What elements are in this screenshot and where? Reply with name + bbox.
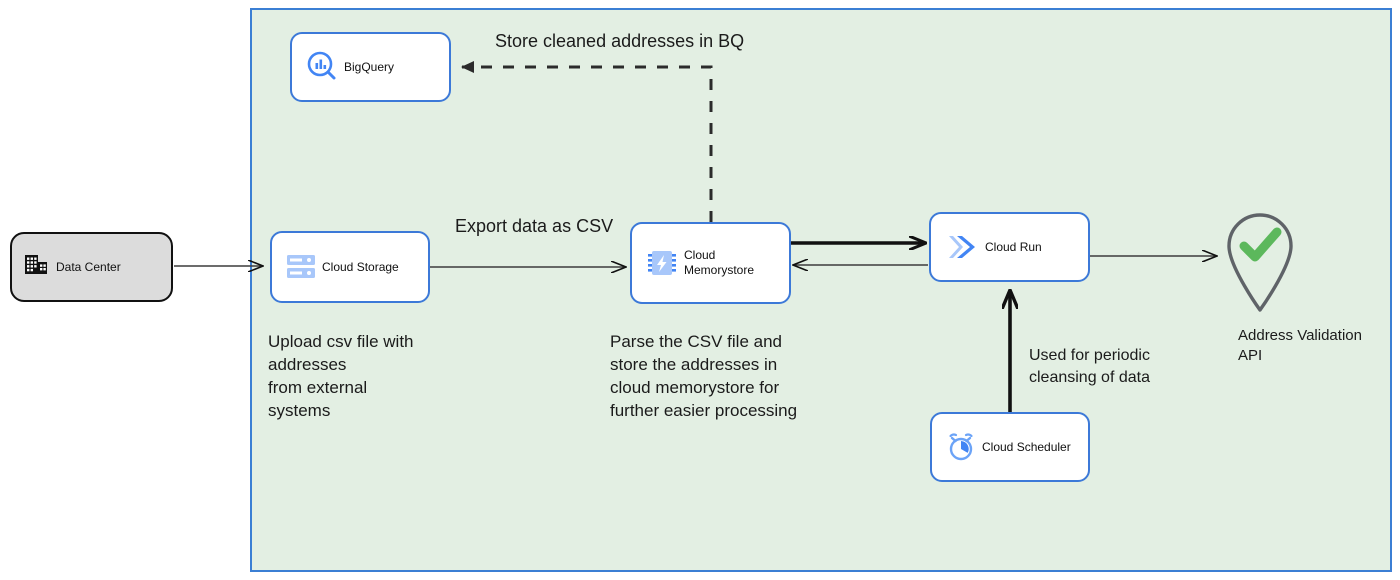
map-pin-check-icon — [1222, 207, 1298, 313]
node-bigquery-label: BigQuery — [344, 59, 395, 74]
node-cloud-run-label: Cloud Run — [985, 239, 1042, 254]
gcp-project-zone — [250, 8, 1392, 572]
node-cloud-scheduler-label: Cloud Scheduler — [982, 439, 1071, 454]
edge-label-export-csv: Export data as CSV — [455, 216, 614, 236]
node-cloud-storage[interactable]: Cloud Storage — [270, 231, 430, 303]
note-upload-csv: Upload csv file with addresses from exte… — [268, 332, 414, 421]
node-cloud-memorystore[interactable]: Cloud Memorystore — [630, 222, 791, 304]
address-validation-api-label: Address Validation API — [1238, 327, 1362, 364]
note-scheduler: Used for periodic cleansing of data — [1029, 347, 1150, 386]
note-parse-csv: Parse the CSV file and store the address… — [610, 332, 798, 421]
cloud-run-icon — [939, 229, 985, 265]
node-data-center-label: Data Center — [56, 260, 121, 274]
node-cloud-memorystore-label: Cloud Memorystore — [684, 248, 755, 277]
edge-label-store-in-bq: Store cleaned addresses in BQ — [495, 31, 745, 51]
bigquery-icon — [300, 47, 344, 87]
node-bigquery[interactable]: BigQuery — [290, 32, 451, 102]
node-cloud-scheduler[interactable]: Cloud Scheduler — [930, 412, 1090, 482]
node-cloud-run[interactable]: Cloud Run — [929, 212, 1090, 282]
node-data-center[interactable]: Data Center — [10, 232, 173, 302]
cloud-storage-icon — [280, 249, 322, 285]
cloud-scheduler-icon — [940, 428, 982, 466]
cloud-memorystore-icon — [640, 244, 684, 282]
datacenter-building-icon — [22, 250, 56, 284]
node-cloud-storage-label: Cloud Storage — [322, 259, 399, 274]
